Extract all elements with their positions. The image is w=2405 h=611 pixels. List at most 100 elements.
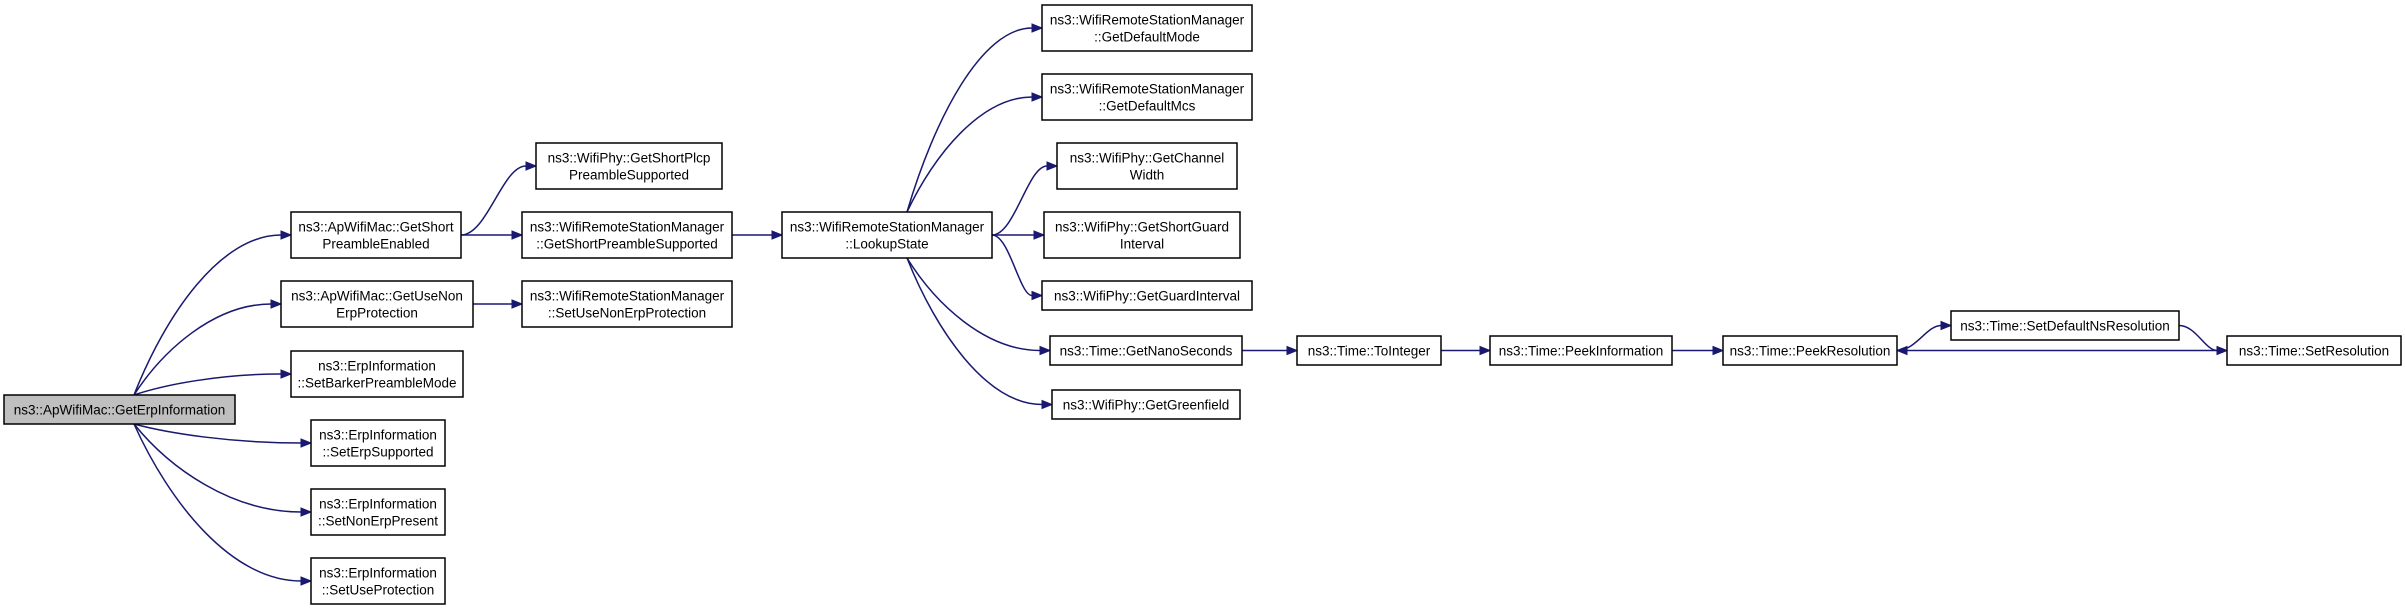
arrowhead [525, 161, 538, 171]
node-set-non-erp-present[interactable]: ns3::ErpInformation::SetNonErpPresent [310, 488, 446, 536]
edge-set-default-ns-resolution-to-set-resolution [2178, 324, 2218, 352]
arrowhead [1041, 399, 1054, 410]
arrowhead [1039, 345, 1052, 356]
node-peek-resolution[interactable]: ns3::Time::PeekResolution [1722, 335, 1898, 366]
node-box [1043, 211, 1241, 259]
node-box [310, 419, 446, 467]
edge-root-to-set-barker-preamble-mode [133, 373, 282, 396]
node-box [1296, 335, 1442, 366]
edge-lookup-state-to-get-default-mcs [906, 96, 1033, 213]
node-set-erp-supported[interactable]: ns3::ErpInformation::SetErpSupported [310, 419, 446, 467]
node-label: ns3::WifiPhy::GetGuardInterval [1054, 289, 1240, 304]
node-label: Width [1130, 168, 1165, 183]
node-label: PreambleSupported [569, 168, 689, 183]
node-rsm-set-use-non-erp-protection[interactable]: ns3::WifiRemoteStationManager::SetUseNon… [521, 280, 733, 328]
node-set-use-protection[interactable]: ns3::ErpInformation::SetUseProtection [310, 557, 446, 605]
node-label: ns3::ApWifiMac::GetShort [298, 220, 454, 235]
arrowhead [1033, 230, 1046, 240]
arrowhead [511, 230, 524, 240]
node-get-default-mcs[interactable]: ns3::WifiRemoteStationManager::GetDefaul… [1041, 73, 1253, 121]
node-label: ns3::Time::PeekResolution [1730, 344, 1891, 359]
arrowhead [300, 438, 313, 448]
arrowhead [1031, 92, 1044, 102]
arrowhead [1031, 23, 1044, 33]
node-get-greenfield[interactable]: ns3::WifiPhy::GetGreenfield [1051, 389, 1241, 420]
node-label: ns3::WifiRemoteStationManager [530, 220, 725, 235]
node-label: ns3::WifiRemoteStationManager [1050, 13, 1245, 28]
node-label: ns3::WifiPhy::GetShortPlcp [548, 151, 711, 166]
node-box [1722, 335, 1898, 366]
arrowhead [1046, 161, 1059, 171]
node-get-short-plcp-preamble-supported[interactable]: ns3::WifiPhy::GetShortPlcpPreambleSuppor… [535, 142, 723, 190]
nodes-layer: ns3::ApWifiMac::GetErpInformation ns3::Ap… [3, 4, 2402, 605]
node-label: PreambleEnabled [322, 237, 429, 252]
node-label: ns3::ApWifiMac::GetUseNon [291, 289, 463, 304]
edge-peek-resolution-to-set-default-ns-resolution [1896, 324, 1942, 352]
node-box [521, 211, 733, 259]
node-box [2226, 335, 2402, 366]
edge-lookup-state-to-get-channel-width [991, 165, 1048, 236]
node-lookup-state[interactable]: ns3::WifiRemoteStationManager::LookupSta… [781, 211, 993, 259]
node-box [1950, 310, 2180, 341]
arrowhead [1479, 345, 1492, 356]
node-box [781, 211, 993, 259]
node-label: ns3::Time::PeekInformation [1499, 344, 1664, 359]
edge-get-short-preamble-enabled-to-get-short-plcp-preamble-supported [460, 165, 527, 236]
node-get-default-mode[interactable]: ns3::WifiRemoteStationManager::GetDefaul… [1041, 4, 1253, 52]
node-box [290, 211, 462, 259]
edges-layer [133, 23, 2229, 586]
node-get-guard-interval[interactable]: ns3::WifiPhy::GetGuardInterval [1041, 280, 1253, 311]
node-peek-information[interactable]: ns3::Time::PeekInformation [1489, 335, 1673, 366]
node-label: ::LookupState [845, 237, 928, 252]
node-label: ::SetUseProtection [322, 583, 435, 598]
node-label: ns3::WifiRemoteStationManager [790, 220, 985, 235]
node-label: ns3::Time::GetNanoSeconds [1060, 344, 1233, 359]
arrowhead [511, 299, 524, 309]
node-box [290, 350, 464, 398]
node-set-default-ns-resolution[interactable]: ns3::Time::SetDefaultNsResolution [1950, 310, 2180, 341]
node-get-nano-seconds[interactable]: ns3::Time::GetNanoSeconds [1049, 335, 1243, 366]
arrowhead [280, 230, 293, 240]
edge-root-to-set-non-erp-present [133, 423, 302, 513]
arrowhead [1940, 320, 1953, 331]
edge-lookup-state-to-get-greenfield [906, 257, 1043, 406]
node-label: ::SetBarkerPreambleMode [297, 376, 456, 391]
node-set-resolution[interactable]: ns3::Time::SetResolution [2226, 335, 2402, 366]
edge-root-to-get-use-non-erp-protection [133, 303, 272, 396]
node-box [1489, 335, 1673, 366]
node-label: ::SetUseNonErpProtection [548, 306, 706, 321]
node-label: ns3::ErpInformation [318, 359, 436, 374]
arrowhead [1895, 345, 1908, 356]
arrowhead [1712, 345, 1725, 356]
node-label: ::GetDefaultMcs [1099, 99, 1196, 114]
edge-root-to-set-erp-supported [133, 423, 302, 444]
edge-root-to-set-use-protection [133, 423, 302, 582]
node-root[interactable]: ns3::ApWifiMac::GetErpInformation [3, 394, 236, 425]
node-to-integer[interactable]: ns3::Time::ToInteger [1296, 335, 1442, 366]
node-label: ErpProtection [336, 306, 418, 321]
node-label: ns3::ApWifiMac::GetErpInformation [14, 403, 226, 418]
node-set-barker-preamble-mode[interactable]: ns3::ErpInformation::SetBarkerPreambleMo… [290, 350, 464, 398]
node-box [521, 280, 733, 328]
node-label: ns3::ErpInformation [319, 428, 437, 443]
node-box [310, 488, 446, 536]
arrowhead [270, 299, 283, 309]
node-label: ::GetShortPreambleSupported [536, 237, 718, 252]
node-label: ns3::WifiRemoteStationManager [530, 289, 725, 304]
node-rsm-get-short-preamble-supported[interactable]: ns3::WifiRemoteStationManager::GetShortP… [521, 211, 733, 259]
node-label: ns3::WifiRemoteStationManager [1050, 82, 1245, 97]
node-label: ns3::Time::SetDefaultNsResolution [1960, 319, 2170, 334]
node-box [3, 394, 236, 425]
arrowhead [300, 576, 313, 586]
node-box [310, 557, 446, 605]
edge-lookup-state-to-get-default-mode [906, 27, 1033, 213]
edge-lookup-state-to-get-guard-interval [991, 234, 1033, 297]
node-box [1051, 389, 1241, 420]
node-label: ns3::Time::ToInteger [1308, 344, 1431, 359]
edge-lookup-state-to-get-nano-seconds [906, 257, 1041, 352]
node-box [1041, 4, 1253, 52]
